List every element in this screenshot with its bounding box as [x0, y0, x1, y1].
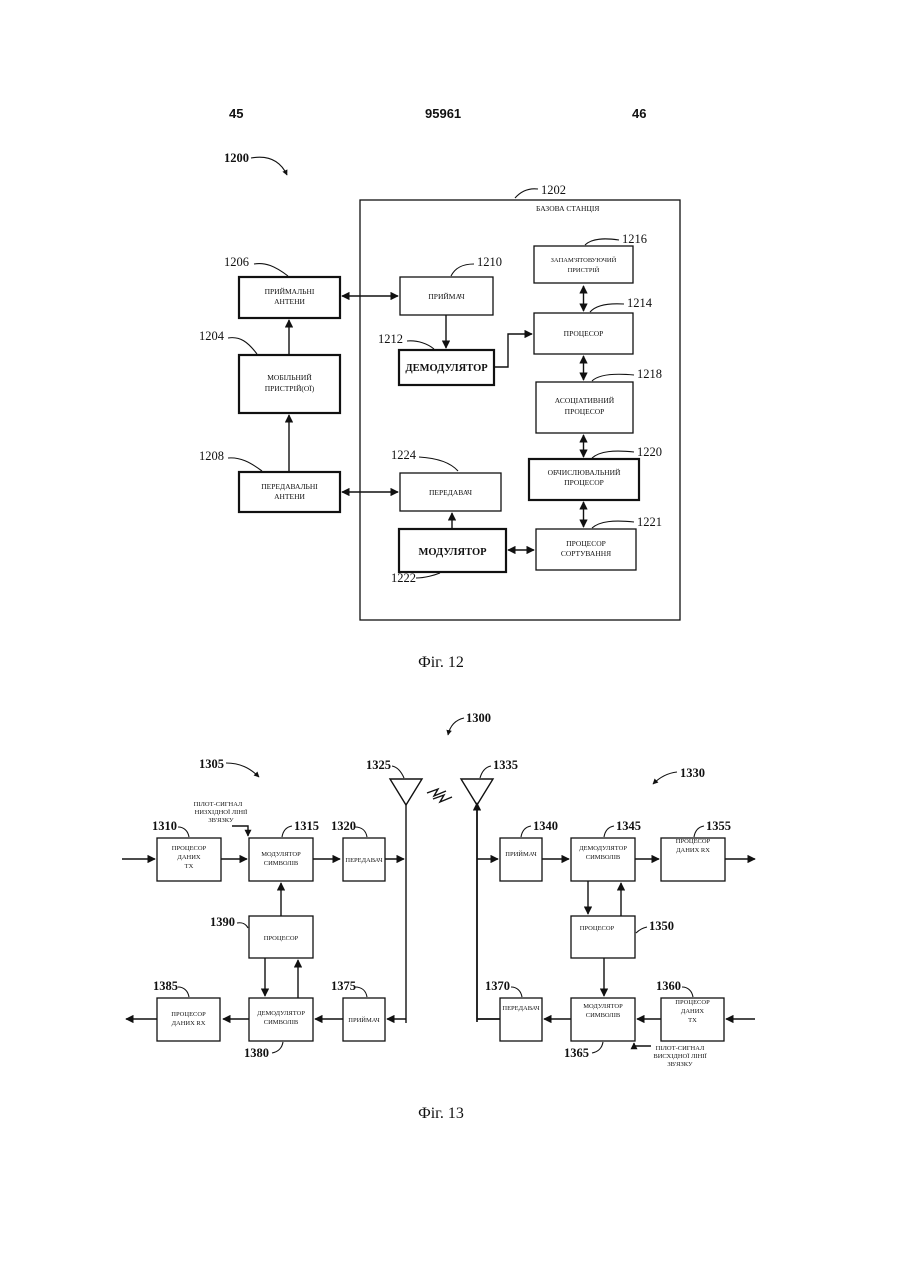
ref-1345: 1345: [616, 819, 641, 833]
receive-antennas-label-2: АНТЕНИ: [274, 297, 305, 306]
symbol-modulator-right-label-1: МОДУЛЯТОР: [583, 1003, 623, 1010]
pilot-downlink-label-3: ЗВ'ЯЗКУ: [208, 817, 234, 824]
ref-1375: 1375: [331, 979, 356, 993]
ref-1310: 1310: [152, 819, 177, 833]
mobile-device-label-1: МОБІЛЬНИЙ: [267, 373, 312, 382]
antenna-right-icon: [461, 779, 493, 805]
figure-13-caption: Фіг. 13: [418, 1105, 464, 1122]
tx-data-processor-left-label-3: ТХ: [185, 863, 194, 870]
demodulator-label: ДЕМОДУЛЯТОР: [405, 363, 488, 374]
ref-1340: 1340: [533, 819, 558, 833]
tx-data-processor-left-label-1: ПРОЦЕСОР: [172, 845, 207, 852]
ref-1200: 1200: [224, 151, 249, 165]
ref-1300: 1300: [466, 711, 491, 725]
ref-1315: 1315: [294, 819, 319, 833]
ref-1220: 1220: [637, 445, 662, 459]
symbol-demodulator-right-label-2: СИМВОЛІВ: [586, 854, 621, 861]
ref-1214: 1214: [627, 296, 653, 310]
ref-1204: 1204: [199, 329, 225, 343]
mobile-device-label-2: ПРИСТРІЙ(ОЇ): [265, 384, 315, 393]
pilot-uplink-label-3: ЗВ'ЯЗКУ: [667, 1061, 693, 1068]
figure-13: 1300 1305 1330 1325 1335 ПРОЦЕСОР ДАНИХ …: [122, 711, 755, 1122]
symbol-demodulator-left-label-1: ДЕМОДУЛЯТОР: [257, 1010, 305, 1017]
ref-1360: 1360: [656, 979, 681, 993]
ref-1330: 1330: [680, 766, 705, 780]
transmitter-label: ПЕРЕДАВАЧ: [429, 488, 472, 497]
memory-label-1: ЗАПАМ'ЯТОВУЮЧИЙ: [551, 256, 617, 264]
rx-data-processor-left-label-2: ДАНИХ RX: [172, 1020, 206, 1027]
receive-antennas-label-1: ПРИЙМАЛЬНІ: [265, 287, 315, 296]
ref-1305: 1305: [199, 757, 224, 771]
receiver-left-label: ПРИЙМАЧ: [348, 1016, 380, 1024]
ref-1335: 1335: [493, 758, 518, 772]
memory-box: [534, 246, 633, 283]
tx-data-processor-left-label-2: ДАНИХ: [177, 854, 201, 861]
ref-1320: 1320: [331, 819, 356, 833]
figure-12: 1200 1202 БАЗОВА СТАНЦІЯ ПРИЙМАЛЬНІ АНТЕ…: [199, 151, 680, 671]
associative-processor-label-2: ПРОЦЕСОР: [565, 407, 605, 416]
ref-1212: 1212: [378, 332, 403, 346]
ref-1365: 1365: [564, 1046, 589, 1060]
modulator-label: МОДУЛЯТОР: [418, 547, 487, 558]
transmit-antennas-label-1: ПЕРЕДАВАЛЬНІ: [261, 482, 318, 491]
symbol-modulator-left-label-1: МОДУЛЯТОР: [261, 851, 301, 858]
tx-data-processor-right-label-1: ПРОЦЕСОР: [675, 999, 710, 1006]
antenna-left-icon: [390, 779, 422, 805]
sort-processor-label-2: СОРТУВАННЯ: [561, 549, 611, 558]
ref-1380: 1380: [244, 1046, 269, 1060]
pilot-uplink-label-2: ВИСХІДНОЇ ЛІНІЇ: [653, 1053, 706, 1060]
tx-data-processor-right-label-3: ТХ: [688, 1017, 697, 1024]
ref-1210: 1210: [477, 255, 502, 269]
figure-12-caption: Фіг. 12: [418, 654, 464, 671]
ref-1370: 1370: [485, 979, 510, 993]
ref-1218: 1218: [637, 367, 662, 381]
ref-1325: 1325: [366, 758, 391, 772]
symbol-modulator-left-label-2: СИМВОЛІВ: [264, 860, 299, 867]
ref-1350: 1350: [649, 919, 674, 933]
transmitter-right-label: ПЕРЕДАВАЧ: [502, 1005, 540, 1012]
base-station-label: БАЗОВА СТАНЦІЯ: [536, 204, 599, 213]
receiver-right-label: ПРИЙМАЧ: [505, 850, 537, 858]
processor-right-box: [571, 916, 635, 958]
ref-1224: 1224: [391, 448, 417, 462]
ref-1216: 1216: [622, 232, 647, 246]
ref-1390: 1390: [210, 915, 235, 929]
rx-data-processor-right-label-2: ДАНИХ RX: [676, 847, 710, 854]
tx-data-processor-right-label-2: ДАНИХ: [681, 1008, 705, 1015]
associative-processor-label-1: АСОЦІАТИВНИЙ: [555, 396, 615, 405]
rx-data-processor-left-label-1: ПРОЦЕСОР: [171, 1011, 206, 1018]
symbol-demodulator-right-label-1: ДЕМОДУЛЯТОР: [579, 845, 627, 852]
memory-label-2: ПРИСТРІЙ: [568, 266, 600, 274]
transmit-antennas-label-2: АНТЕНИ: [274, 492, 305, 501]
ref-1355: 1355: [706, 819, 731, 833]
processor-label: ПРОЦЕСОР: [564, 329, 604, 338]
pilot-downlink-label-1: ПІЛОТ-СИГНАЛ: [194, 801, 243, 808]
processor-right-label: ПРОЦЕСОР: [580, 925, 615, 932]
computing-processor-label-2: ПРОЦЕСОР: [564, 478, 604, 487]
pilot-uplink-label-1: ПІЛОТ-СИГНАЛ: [656, 1045, 705, 1052]
ref-1221: 1221: [637, 515, 662, 529]
rx-data-processor-right-label-1: ПРОЦЕСОР: [676, 838, 711, 845]
transmitter-left-label: ПЕРЕДАВАЧ: [345, 857, 383, 864]
pilot-downlink-label-2: НИЗХІДНОЇ ЛІНІЇ: [195, 809, 248, 816]
processor-left-label: ПРОЦЕСОР: [264, 935, 299, 942]
sort-processor-label-1: ПРОЦЕСОР: [566, 539, 606, 548]
ref-1222: 1222: [391, 571, 416, 585]
symbol-demodulator-left-label-2: СИМВОЛІВ: [264, 1019, 299, 1026]
computing-processor-label-1: ОБЧИСЛЮВАЛЬНИЙ: [548, 468, 621, 477]
symbol-modulator-right-label-2: СИМВОЛІВ: [586, 1012, 621, 1019]
ref-1208: 1208: [199, 449, 224, 463]
ref-1202: 1202: [541, 183, 566, 197]
ref-1385: 1385: [153, 979, 178, 993]
ref-1206: 1206: [224, 255, 249, 269]
receiver-label: ПРИЙМАЧ: [428, 292, 464, 301]
receiver-right-box: [500, 838, 542, 881]
